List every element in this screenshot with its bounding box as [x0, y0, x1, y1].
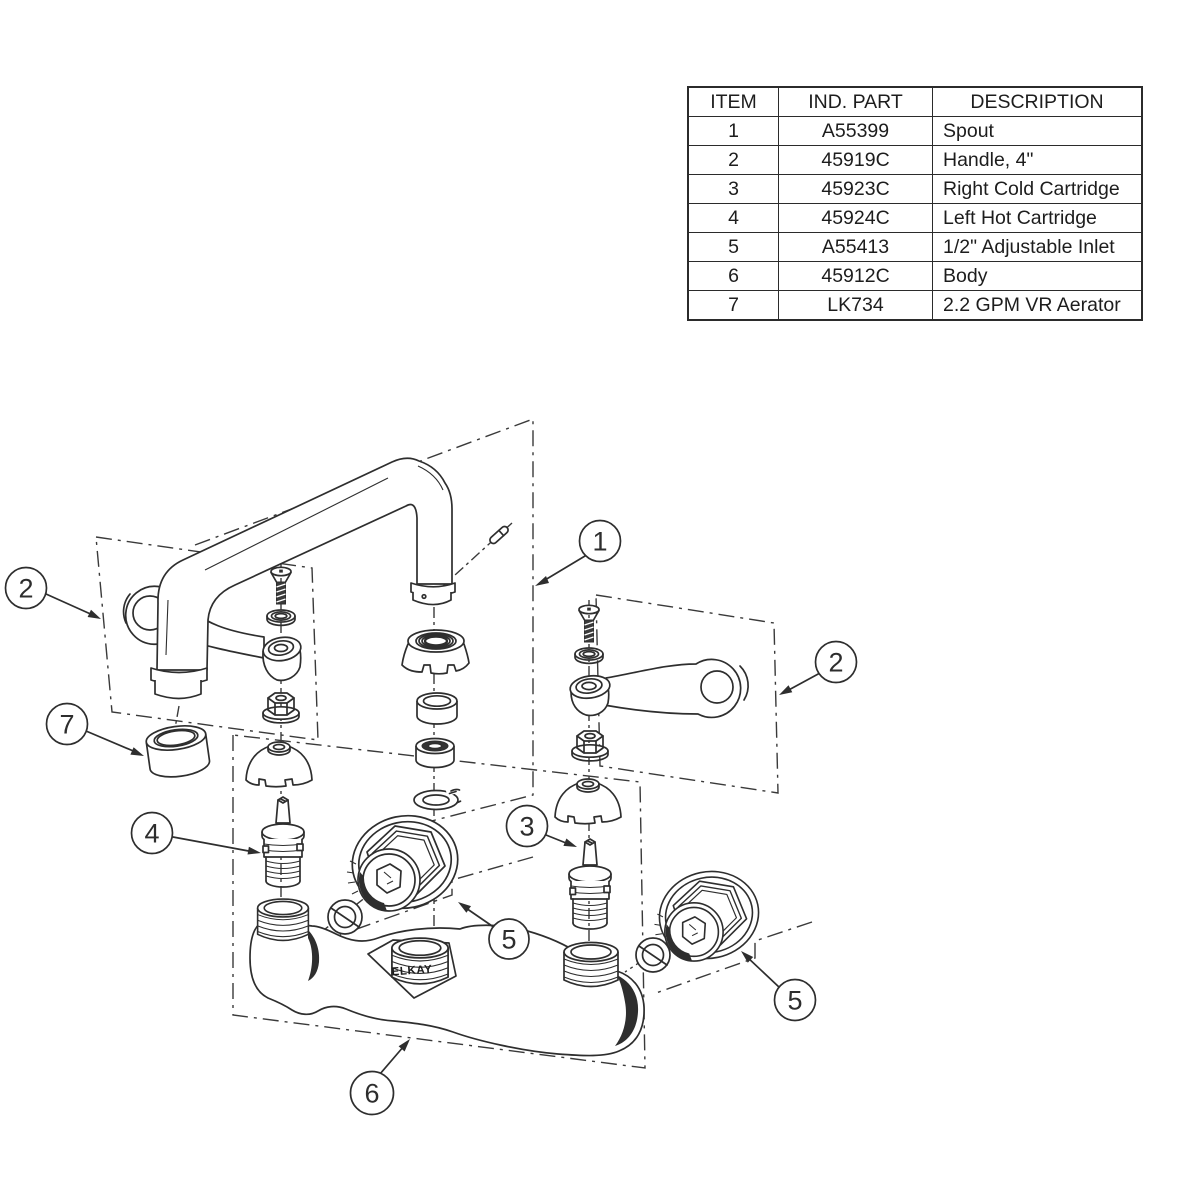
cell-part: 45919C	[778, 145, 933, 175]
dome-cap-right	[554, 778, 622, 825]
svg-text:2: 2	[828, 648, 843, 678]
bonnet-nut-right	[571, 730, 609, 762]
seal-ring	[415, 737, 455, 769]
bonnet-nut-left	[262, 692, 300, 724]
faucet-body: ELKAY	[249, 898, 645, 1057]
lock-ring	[413, 781, 463, 811]
cell-description: 2.2 GPM VR Aerator	[932, 290, 1143, 321]
handle-screw-left	[270, 566, 292, 605]
handle-right-reference-box	[595, 594, 779, 794]
svg-text:2: 2	[18, 574, 33, 604]
handle-screw-right	[578, 604, 600, 643]
svg-text:5: 5	[501, 925, 516, 955]
table-row: 3 45923C Right Cold Cartridge	[687, 174, 1143, 204]
table-row: 7 LK734 2.2 GPM VR Aerator	[687, 290, 1143, 321]
reference-boxes	[95, 417, 813, 1069]
body-port-left	[256, 898, 310, 942]
dome-cap-left	[245, 741, 313, 788]
callout-body: 6	[349, 1039, 410, 1116]
elkay-logo: ELKAY	[391, 964, 433, 979]
callouts: 1 2 2 3 4	[4, 519, 858, 1116]
body-reference-box	[232, 734, 646, 1069]
callout-right-cold-cartridge: 3	[505, 804, 577, 848]
parts-table: ITEM IND. PART DESCRIPTION 1 A55399 Spou…	[687, 86, 1143, 321]
coupling-nut	[400, 628, 471, 675]
wall-plane-left	[297, 856, 534, 951]
table-row: 2 45919C Handle, 4"	[687, 145, 1143, 175]
cartridge-right-cold	[568, 838, 612, 930]
parts-table-header-row: ITEM IND. PART DESCRIPTION	[687, 86, 1143, 117]
handle-left-reference-box	[95, 536, 319, 741]
spout	[150, 457, 509, 700]
callout-inlet-right: 5	[741, 951, 817, 1022]
header-ind-part: IND. PART	[778, 86, 933, 117]
callout-inlet-left: 5	[458, 902, 530, 960]
svg-text:6: 6	[364, 1079, 379, 1109]
spout-outlet-collar	[410, 582, 456, 606]
cell-item: 7	[687, 290, 779, 321]
table-row: 5 A55413 1/2" Adjustable Inlet	[687, 232, 1143, 262]
svg-text:5: 5	[787, 986, 802, 1016]
svg-text:4: 4	[144, 819, 159, 849]
aerator	[143, 721, 212, 782]
cell-description: Body	[932, 261, 1143, 291]
spout-tip-collar	[150, 667, 208, 700]
svg-text:1: 1	[592, 527, 607, 557]
svg-text:7: 7	[59, 710, 74, 740]
callout-handle-left: 2	[4, 566, 101, 619]
adjustable-inlet-left	[344, 806, 467, 918]
oring-right	[635, 937, 671, 973]
table-row: 1 A55399 Spout	[687, 116, 1143, 146]
table-row: 4 45924C Left Hot Cartridge	[687, 203, 1143, 233]
cell-description: Left Hot Cartridge	[932, 203, 1143, 233]
oring-left	[327, 899, 363, 935]
cell-part: LK734	[778, 290, 933, 321]
table-row: 6 45912C Body	[687, 261, 1143, 291]
cell-part: A55399	[778, 116, 933, 146]
cell-item: 2	[687, 145, 779, 175]
cell-part: 45923C	[778, 174, 933, 204]
spacer-ring	[416, 692, 458, 725]
cell-part: 45912C	[778, 261, 933, 291]
body-port-right	[563, 941, 619, 988]
index-pin	[489, 525, 509, 545]
callout-left-hot-cartridge: 4	[130, 811, 261, 855]
handle-right	[569, 658, 749, 719]
wall-plane-right	[655, 921, 813, 994]
header-description: DESCRIPTION	[932, 86, 1143, 117]
svg-text:3: 3	[519, 812, 534, 842]
callout-aerator: 7	[45, 702, 144, 756]
cell-part: 45924C	[778, 203, 933, 233]
cell-description: Spout	[932, 116, 1143, 146]
callout-handle-right: 2	[779, 640, 858, 695]
cartridge-left-hot	[261, 796, 305, 888]
callout-spout: 1	[535, 519, 622, 586]
cell-part: A55413	[778, 232, 933, 262]
